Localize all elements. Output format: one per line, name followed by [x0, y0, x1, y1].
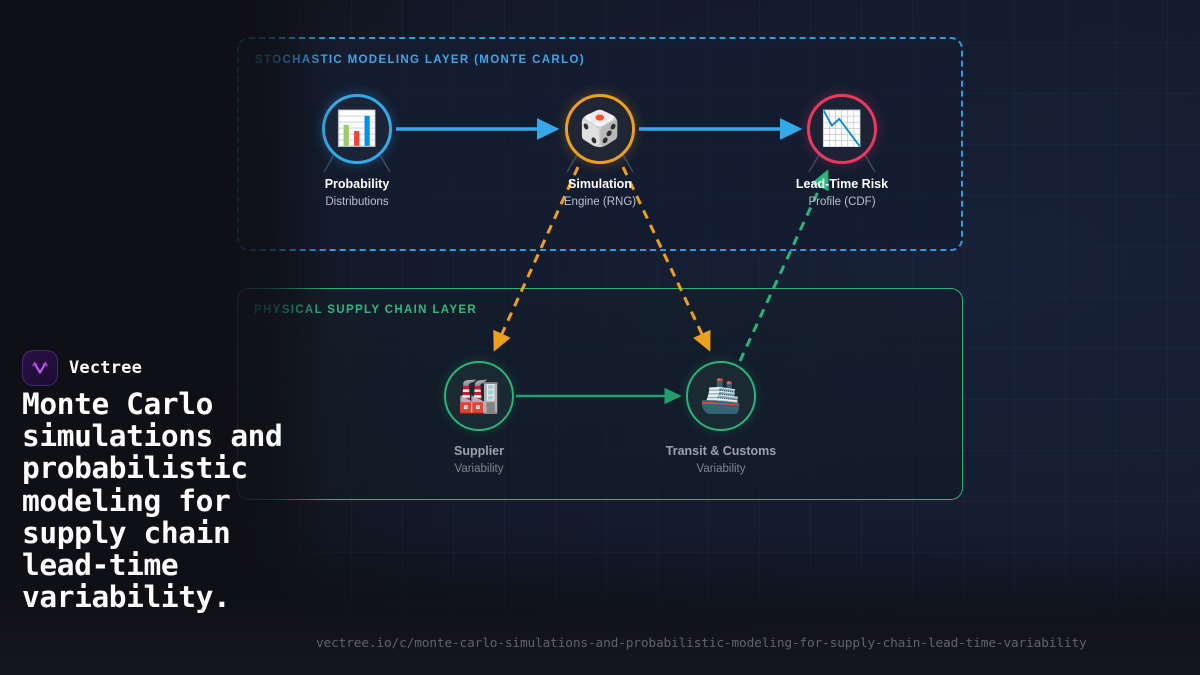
vectree-logo-icon [22, 350, 58, 386]
node-simulation-label: Simulation [568, 177, 632, 191]
left-scrim [0, 0, 330, 675]
node-simulation[interactable]: 🎲 Simulation Engine (RNG) [530, 94, 670, 209]
node-supplier-sublabel: Variability [454, 462, 504, 475]
node-supplier[interactable]: 🏭 Supplier Variability [409, 361, 549, 476]
node-transit-customs[interactable]: 🚢 Transit & Customs Variability [651, 361, 791, 476]
node-probability-sublabel: Distributions [325, 195, 389, 208]
footer-url: vectree.io/c/monte-carlo-simulations-and… [316, 636, 1087, 651]
node-probability-label: Probability [324, 177, 390, 191]
headline: Monte Carlo simulations and probabilisti… [22, 387, 283, 615]
node-leadtime-risk-sublabel: Profile (CDF) [808, 195, 876, 208]
dice-icon: 🎲 [565, 94, 635, 164]
node-simulation-sublabel: Engine (RNG) [563, 195, 637, 208]
node-transit-customs-label: Transit & Customs [665, 444, 777, 458]
factory-icon: 🏭 [444, 361, 514, 431]
brand: Vectree [22, 350, 142, 386]
layer-panel-physical: PHYSICAL SUPPLY CHAIN LAYER [237, 288, 963, 500]
node-leadtime-risk-label: Lead-Time Risk [795, 177, 889, 191]
layer-title-stochastic: STOCHASTIC MODELING LAYER (MONTE CARLO) [255, 54, 585, 66]
bar-chart-icon: 📊 [322, 94, 392, 164]
node-supplier-label: Supplier [453, 444, 504, 458]
brand-name: Vectree [69, 358, 143, 378]
ship-icon: 🚢 [686, 361, 756, 431]
node-probability[interactable]: 📊 Probability Distributions [287, 94, 427, 209]
chart-decreasing-icon: 📉 [807, 94, 877, 164]
node-leadtime-risk[interactable]: 📉 Lead-Time Risk Profile (CDF) [772, 94, 912, 209]
node-transit-customs-sublabel: Variability [696, 462, 746, 475]
bottom-scrim [0, 597, 1200, 675]
